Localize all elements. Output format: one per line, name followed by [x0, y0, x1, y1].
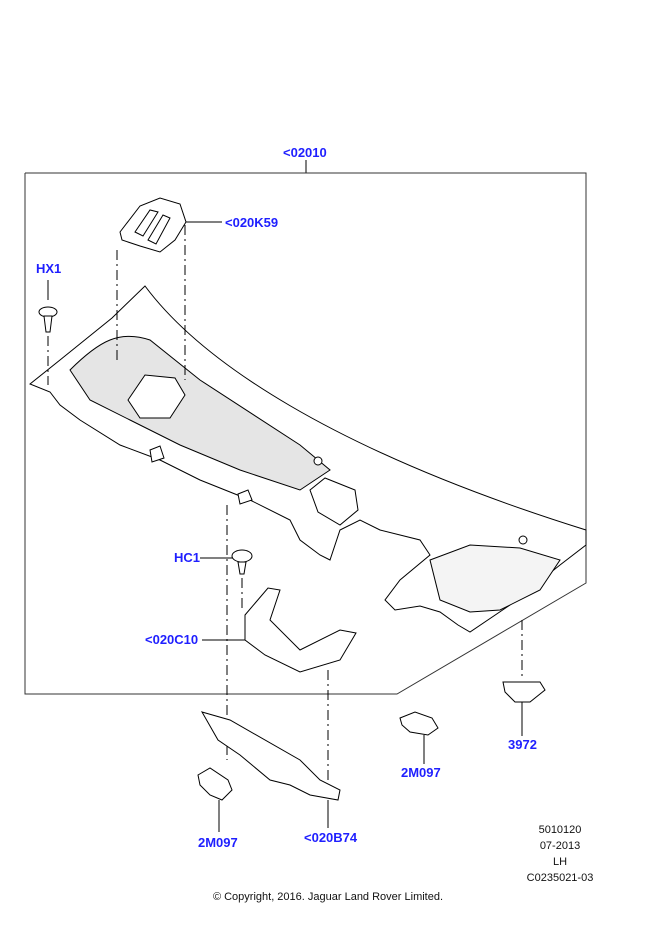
meta-code: C0235021-03	[526, 872, 594, 884]
clip-hx1-part	[38, 306, 58, 333]
meta-side: LH	[552, 856, 568, 868]
callout-2M097-right[interactable]: 2M097	[401, 765, 441, 780]
callout-020K59[interactable]: <020K59	[225, 215, 279, 230]
meta-ref: 5010120	[538, 824, 582, 836]
callout-020C10[interactable]: <020C10	[145, 632, 199, 647]
cowl-panel	[29, 285, 587, 633]
callout-02010[interactable]: <02010	[283, 145, 327, 160]
seal-right-part	[399, 711, 439, 736]
assembly-boundary	[24, 172, 587, 695]
clip-hc1-part	[231, 549, 253, 575]
callout-HC1[interactable]: HC1	[174, 550, 201, 565]
bracket-b74-part	[200, 711, 341, 801]
callout-HX1[interactable]: HX1	[36, 261, 62, 276]
cover-panel-part	[119, 197, 187, 253]
callout-020B74[interactable]: <020B74	[304, 830, 358, 845]
diagram-meta: 5010120 07-2013 LH C0235021-03	[520, 822, 600, 886]
grommet-part	[502, 681, 546, 703]
callout-3972[interactable]: 3972	[508, 737, 537, 752]
seal-left-part	[197, 767, 233, 801]
callout-2M097-left[interactable]: 2M097	[198, 835, 238, 850]
bracket-c10-part	[244, 587, 357, 673]
meta-date: 07-2013	[539, 840, 581, 852]
copyright: © Copyright, 2016. Jaguar Land Rover Lim…	[212, 891, 444, 903]
